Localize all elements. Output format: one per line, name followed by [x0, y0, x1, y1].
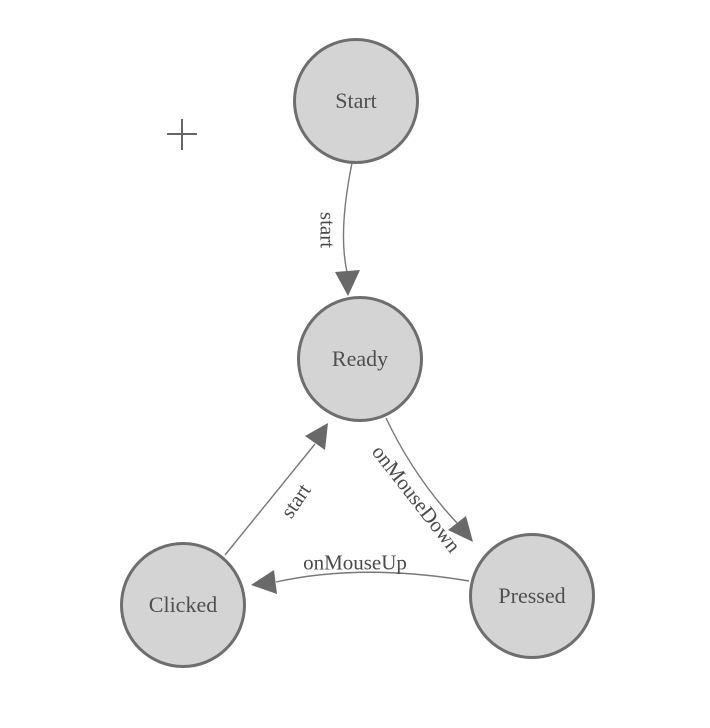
state-label-start: Start	[335, 88, 377, 113]
arrowhead-ready-to-pressed	[448, 516, 473, 542]
state-node-ready[interactable]: Ready	[297, 296, 423, 422]
state-label-pressed: Pressed	[498, 583, 566, 608]
plus-icon	[167, 119, 197, 150]
state-node-clicked[interactable]: Clicked	[120, 542, 246, 668]
arrowhead-start-to-ready	[335, 270, 360, 296]
edge-label-pressed-to-clicked: onMouseUp	[303, 550, 407, 575]
state-node-start[interactable]: Start	[293, 38, 419, 164]
state-label-ready: Ready	[331, 346, 389, 371]
edge-label-start-to-ready: start	[315, 211, 340, 249]
edge-pressed-to-clicked	[275, 571, 470, 583]
arrowhead-clicked-to-ready	[305, 423, 328, 450]
edge-start-to-ready	[342, 162, 353, 273]
arrowhead-pressed-to-clicked	[251, 570, 277, 594]
state-node-pressed[interactable]: Pressed	[469, 533, 595, 659]
state-label-clicked: Clicked	[148, 592, 218, 617]
edge-ready-to-pressed	[385, 417, 458, 524]
edge-clicked-to-ready	[224, 443, 316, 556]
